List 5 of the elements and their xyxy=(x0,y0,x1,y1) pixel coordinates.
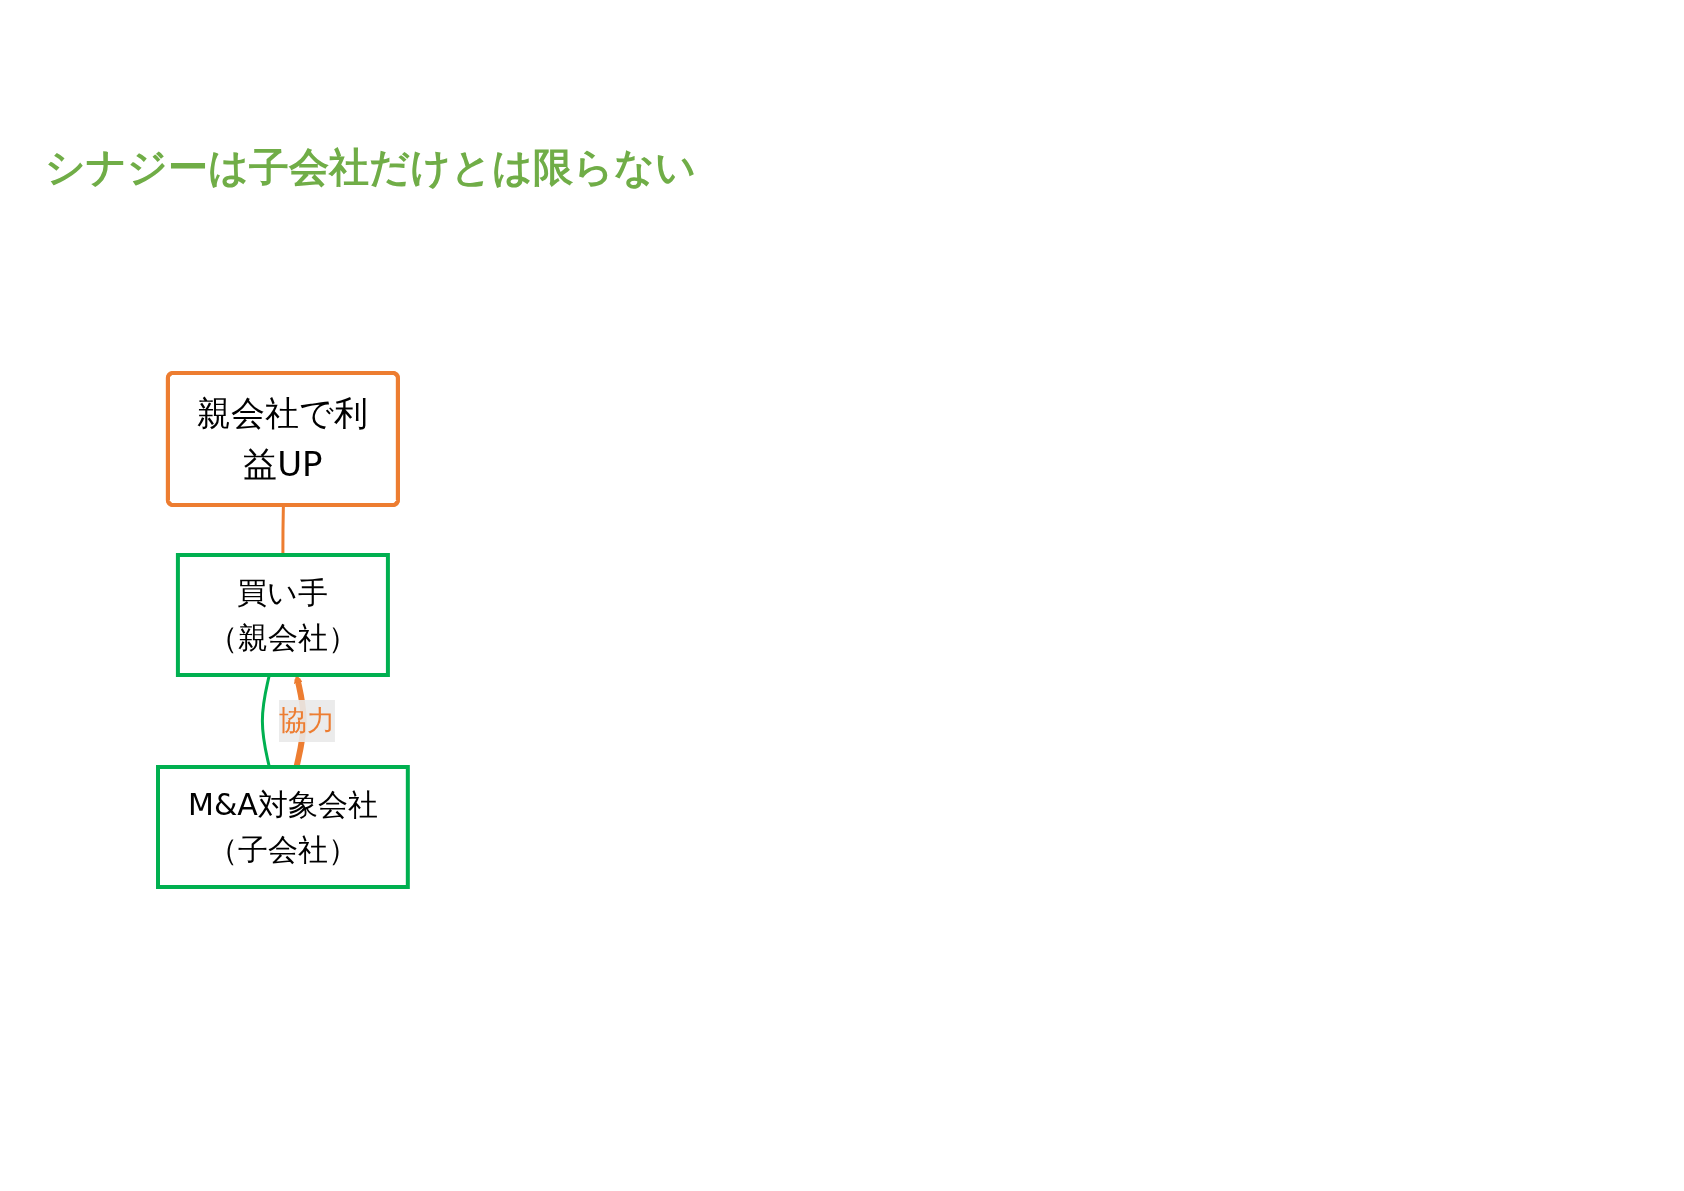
title: シナジーは子会社だけとは限らない xyxy=(45,143,697,192)
node-box: 買い手 （親会社） xyxy=(175,553,390,677)
connector xyxy=(281,505,285,555)
node-box: M&A対象会社 （子会社） xyxy=(156,765,410,889)
edge-label: 協力 xyxy=(278,704,335,737)
